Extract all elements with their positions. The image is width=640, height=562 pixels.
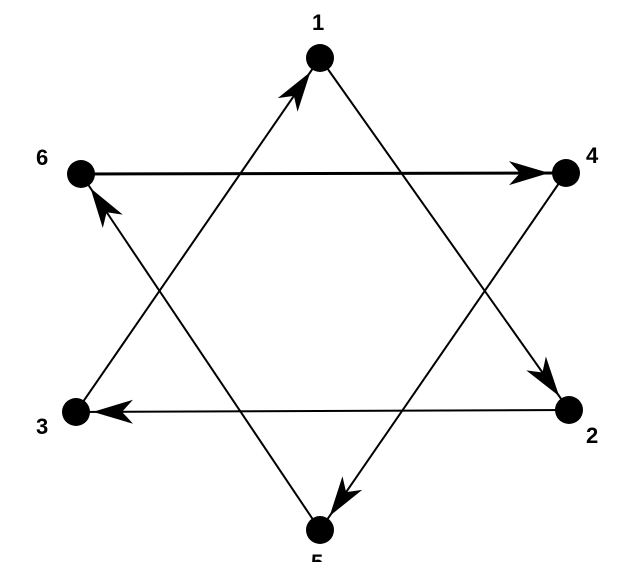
node-1	[306, 44, 334, 72]
node-6	[67, 160, 95, 188]
arrowhead-5-to-6	[90, 188, 123, 229]
node-label-5: 5	[311, 550, 323, 562]
arrowhead-4-to-5	[329, 476, 363, 517]
node-label-2: 2	[586, 423, 598, 448]
node-5	[306, 516, 334, 544]
edge-5-to-6	[80, 173, 321, 531]
node-label-3: 3	[36, 414, 48, 439]
edge-4-to-5	[319, 172, 567, 531]
edge-6-to-4	[80, 171, 567, 176]
node-2	[555, 396, 583, 424]
node-label-6: 6	[36, 145, 48, 170]
arrowhead-1-to-2	[526, 356, 560, 397]
node-4	[552, 159, 580, 187]
nodes-layer	[62, 44, 583, 544]
arrowhead-2-to-3	[92, 399, 134, 424]
node-label-4: 4	[586, 143, 599, 168]
edge-2-to-3	[75, 409, 570, 413]
labels-layer: 1 2 3 4 5 6	[36, 10, 599, 562]
node-label-1: 1	[312, 10, 324, 35]
edge-1-to-2	[319, 57, 570, 411]
edges-layer	[75, 57, 570, 531]
arrowhead-3-to-1	[277, 71, 311, 112]
arrowhead-6-to-4	[508, 161, 550, 186]
edge-3-to-1	[75, 57, 321, 413]
node-3	[62, 398, 90, 426]
